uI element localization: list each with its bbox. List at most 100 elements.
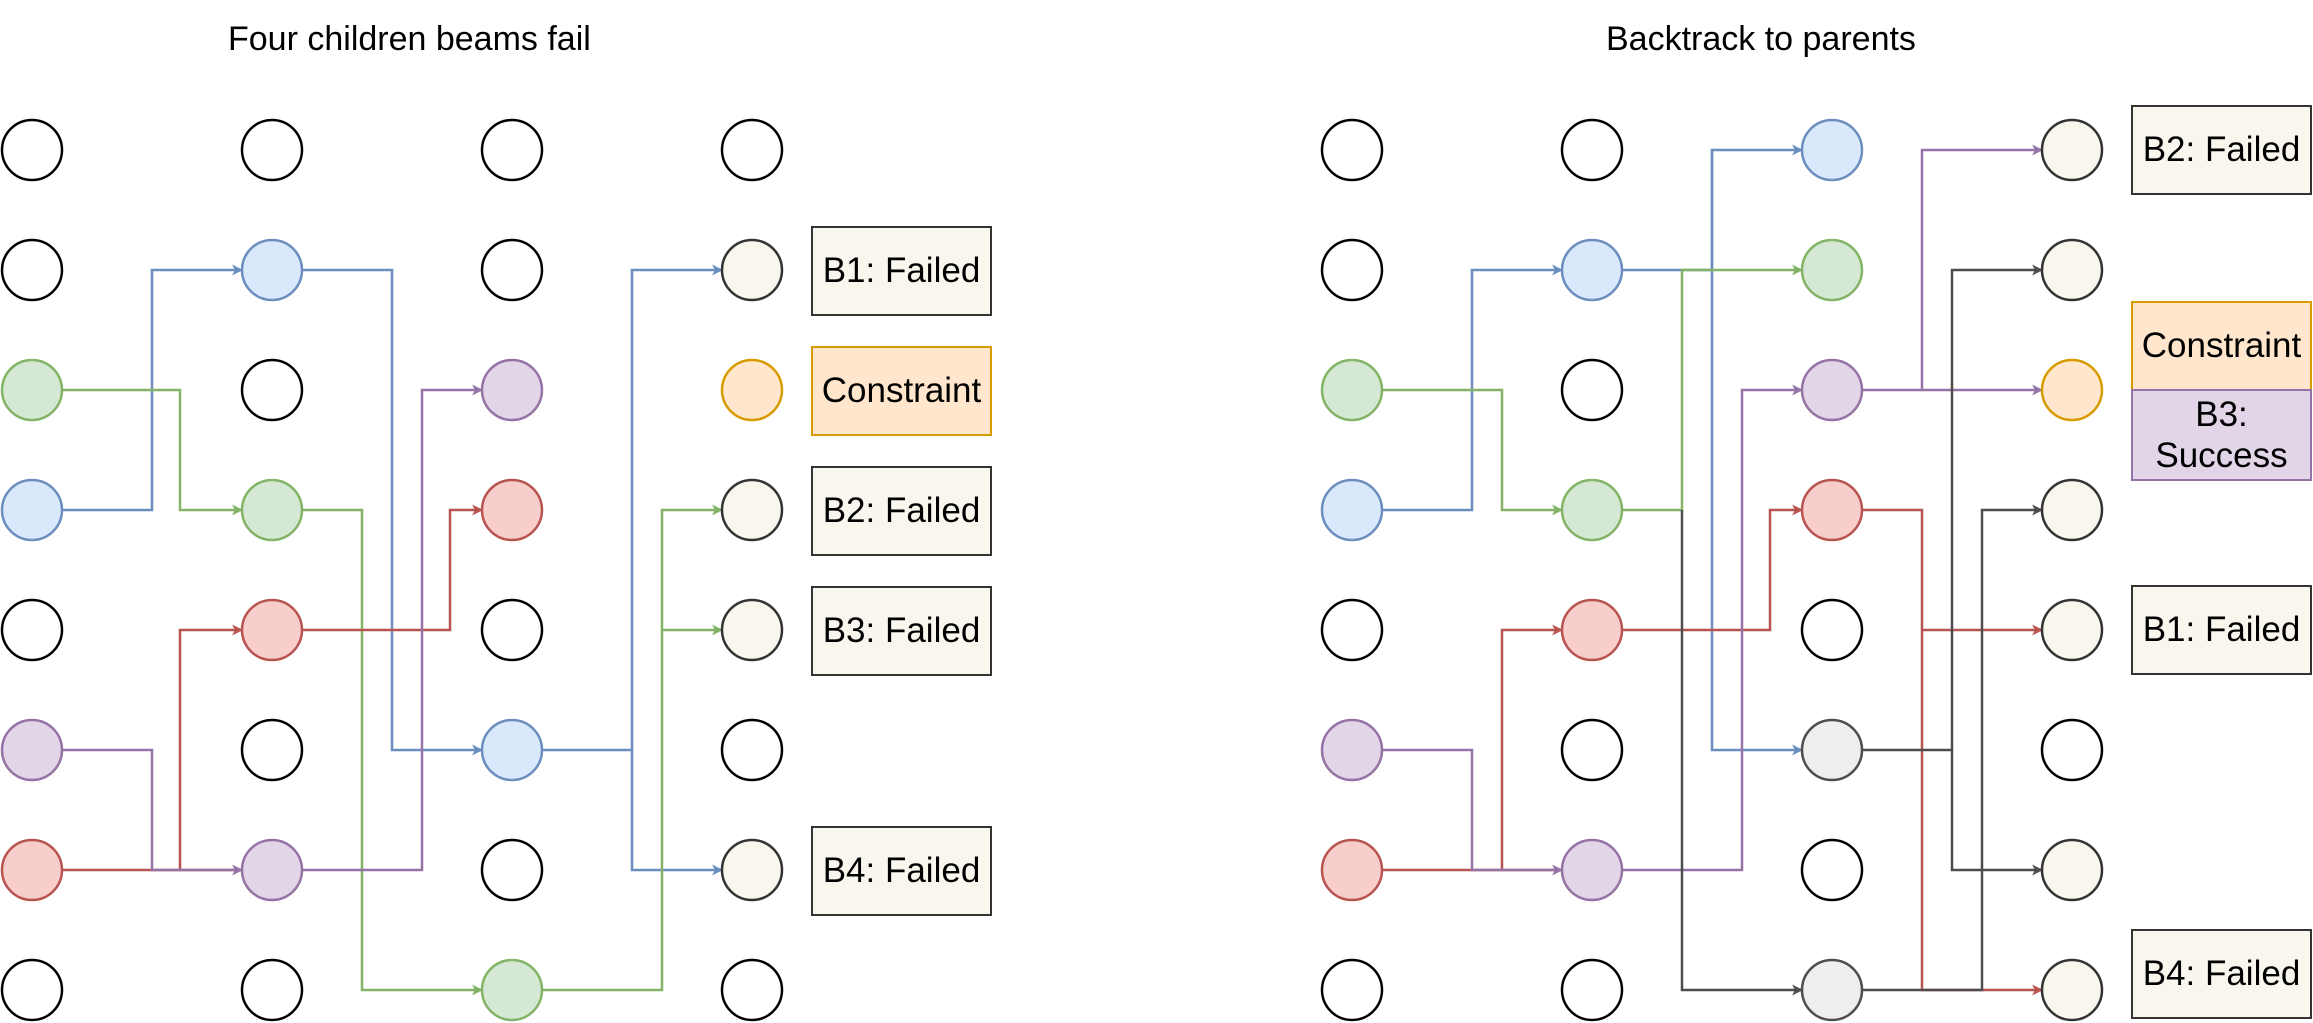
right-node-blue-c1-r1 — [1560, 238, 1624, 302]
right-node-constraint-c3-r2 — [2040, 358, 2104, 422]
right-node-purple-c1-r6 — [1560, 838, 1624, 902]
left-edge-purple-2 — [302, 384, 484, 872]
right-node-empty-c2-r6 — [1800, 838, 1864, 902]
right-edge-gray-3 — [1950, 750, 2044, 876]
right-node-empty-c3-r5 — [2040, 718, 2104, 782]
left-b4-failed-label: B4: Failed — [811, 826, 992, 916]
right-edge-gray-4 — [1862, 504, 2044, 992]
right-node-blue-c2-r0 — [1800, 118, 1864, 182]
left-node-failed-c3-r1 — [720, 238, 784, 302]
right-node-empty-c1-r0 — [1560, 118, 1624, 182]
left-node-purple-c0-r5 — [0, 718, 64, 782]
right-edge-green-1 — [1382, 388, 1564, 516]
left-node-failed-c3-r6 — [720, 838, 784, 902]
left-edge-green-3 — [542, 504, 724, 992]
left-node-empty-c2-r4 — [480, 598, 544, 662]
left-edge-green-1 — [62, 388, 244, 516]
right-node-failed-c3-r3 — [2040, 478, 2104, 542]
left-node-red-c0-r6 — [0, 838, 64, 902]
right-b3-success-label: B3: Success — [2131, 389, 2312, 481]
left-node-empty-c1-r5 — [240, 718, 304, 782]
right-node-failed-c3-r6 — [2040, 838, 2104, 902]
left-node-empty-c1-r7 — [240, 958, 304, 1022]
right-node-empty-c0-r0 — [1320, 118, 1384, 182]
left-edge-blue-3 — [542, 264, 724, 752]
left-node-empty-c0-r4 — [0, 598, 64, 662]
left-node-green-c2-r7 — [480, 958, 544, 1022]
left-node-failed-c3-r3 — [720, 478, 784, 542]
left-node-empty-c1-r0 — [240, 118, 304, 182]
right-node-green-c2-r1 — [1800, 238, 1864, 302]
right-node-empty-c1-r5 — [1560, 718, 1624, 782]
right-node-green-c1-r3 — [1560, 478, 1624, 542]
left-node-red-c2-r3 — [480, 478, 544, 542]
left-edge-red-3 — [302, 504, 484, 632]
right-node-failed-c3-r1 — [2040, 238, 2104, 302]
right-node-empty-c1-r2 — [1560, 358, 1624, 422]
right-edge-red-3 — [1622, 504, 1804, 632]
right-edge-green-2 — [1622, 264, 1804, 512]
left-node-empty-c0-r0 — [0, 118, 64, 182]
left-node-empty-c3-r7 — [720, 958, 784, 1022]
left-b3-failed-label: B3: Failed — [811, 586, 992, 676]
left-node-blue-c2-r5 — [480, 718, 544, 782]
left-node-blue-c1-r1 — [240, 238, 304, 302]
left-node-blue-c0-r3 — [0, 478, 64, 542]
left-node-purple-c2-r2 — [480, 358, 544, 422]
right-node-blue-c0-r3 — [1320, 478, 1384, 542]
right-node-purple-c2-r2 — [1800, 358, 1864, 422]
right-node-gray-c2-r7 — [1800, 958, 1864, 1022]
left-node-purple-c1-r6 — [240, 838, 304, 902]
right-b4-failed-label: B4: Failed — [2131, 929, 2312, 1019]
right-b2-failed-label: B2: Failed — [2131, 105, 2312, 195]
right-edge-red-1 — [1382, 624, 1564, 872]
left-node-empty-c3-r0 — [720, 118, 784, 182]
right-edge-blue-3 — [1710, 150, 1804, 756]
left-node-green-c0-r2 — [0, 358, 64, 422]
right-edge-gray-1 — [1680, 510, 1804, 996]
left-node-empty-c0-r7 — [0, 958, 64, 1022]
right-node-empty-c0-r4 — [1320, 598, 1384, 662]
left-node-red-c1-r4 — [240, 598, 304, 662]
left-edge-purple-1 — [62, 748, 244, 876]
right-node-red-c1-r4 — [1560, 598, 1624, 662]
right-edge-purple-1 — [1382, 748, 1564, 876]
right-node-empty-c0-r1 — [1320, 238, 1384, 302]
left-edge-blue-4 — [630, 750, 724, 876]
left-b1-failed-label: B1: Failed — [811, 226, 992, 316]
right-panel-title: Backtrack to parents — [1606, 20, 1916, 58]
right-edge-gray-2 — [1862, 264, 2044, 752]
left-constraint-label: Constraint — [811, 346, 992, 436]
left-edge-green-2 — [302, 508, 484, 996]
right-node-green-c0-r2 — [1320, 358, 1384, 422]
right-edge-purple-3 — [1862, 144, 2044, 392]
edges-layer — [62, 144, 2044, 996]
nodes-layer — [0, 118, 2104, 1022]
left-node-empty-c2-r1 — [480, 238, 544, 302]
right-node-red-c2-r3 — [1800, 478, 1864, 542]
right-node-failed-c3-r0 — [2040, 118, 2104, 182]
right-node-gray-c2-r5 — [1800, 718, 1864, 782]
right-node-failed-c3-r4 — [2040, 598, 2104, 662]
left-node-empty-c2-r6 — [480, 838, 544, 902]
left-node-green-c1-r3 — [240, 478, 304, 542]
left-node-failed-c3-r4 — [720, 598, 784, 662]
left-node-empty-c0-r1 — [0, 238, 64, 302]
right-node-empty-c1-r7 — [1560, 958, 1624, 1022]
left-b2-failed-label: B2: Failed — [811, 466, 992, 556]
right-constraint-label: Constraint — [2131, 301, 2312, 391]
left-node-empty-c2-r0 — [480, 118, 544, 182]
left-edge-red-1 — [62, 624, 244, 872]
right-node-purple-c0-r5 — [1320, 718, 1384, 782]
right-node-empty-c2-r4 — [1800, 598, 1864, 662]
left-node-constraint-c3-r2 — [720, 358, 784, 422]
right-node-empty-c0-r7 — [1320, 958, 1384, 1022]
left-edge-blue-2 — [302, 268, 484, 756]
right-b1-failed-label: B1: Failed — [2131, 585, 2312, 675]
right-node-failed-c3-r7 — [2040, 958, 2104, 1022]
left-node-empty-c1-r2 — [240, 358, 304, 422]
left-node-empty-c3-r5 — [720, 718, 784, 782]
right-node-red-c0-r6 — [1320, 838, 1384, 902]
left-panel-title: Four children beams fail — [228, 20, 591, 58]
